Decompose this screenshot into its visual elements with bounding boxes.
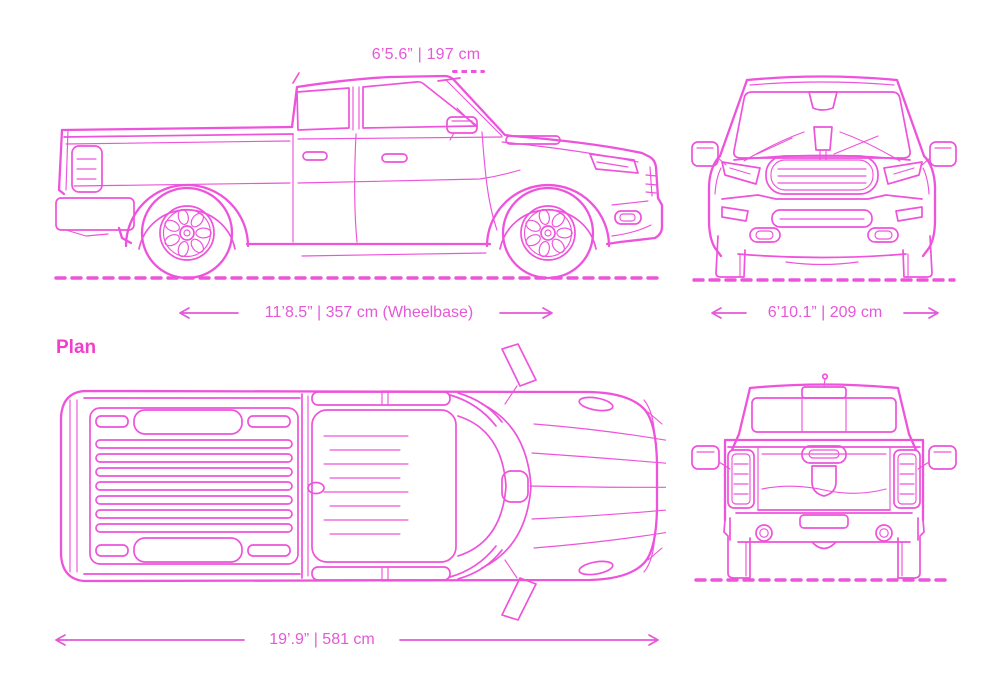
hood-scoop — [813, 126, 833, 151]
headlight — [589, 153, 639, 174]
front-view-drawing — [691, 75, 957, 282]
rear-window — [751, 397, 897, 433]
front-windshield — [733, 91, 911, 159]
dimension-arrow-right-icon — [499, 307, 553, 319]
plan-bed — [83, 397, 301, 575]
plan-hood — [529, 396, 666, 576]
antenna — [292, 72, 300, 84]
dimension-arrow-right-icon — [903, 307, 939, 319]
exhaust-tip — [875, 524, 893, 542]
rear-taillights — [727, 449, 921, 509]
front-mirrors — [691, 141, 957, 167]
headlight — [578, 560, 614, 576]
plan-body-outline — [59, 389, 659, 583]
wheelbase-dimension: 11’8.5” | 357 cm (Wheelbase) — [178, 303, 554, 323]
antenna — [821, 373, 829, 380]
rear-mirrors — [691, 445, 957, 470]
rearview-mirror — [808, 91, 838, 111]
headlight — [578, 396, 614, 412]
side-taillight — [71, 145, 103, 193]
rear-box — [723, 438, 925, 522]
rear-door-handle — [302, 151, 328, 161]
rear-wheel — [140, 186, 234, 280]
side-doors — [73, 131, 521, 257]
height-dimension-text: 6’5.6” | 197 cm — [371, 46, 481, 63]
side-cab-windows — [292, 72, 503, 137]
length-dimension-text: 19’.9” | 581 cm — [269, 631, 375, 648]
ram-badge — [811, 465, 837, 497]
rear-wheels — [723, 519, 925, 579]
front-grille — [765, 155, 879, 195]
plan-tailgate — [69, 399, 78, 573]
side-view-drawing — [54, 72, 664, 280]
plan-view-drawing — [59, 343, 666, 621]
brake-light — [801, 386, 847, 399]
height-dimension-label: 6’5.6” | 197 cm — [320, 46, 532, 64]
dimension-arrow-left-icon — [711, 307, 747, 319]
front-headlights — [721, 161, 923, 185]
tailgate-handle — [801, 445, 847, 464]
dimension-arrow-left-icon — [179, 307, 239, 319]
side-hood-front — [501, 135, 658, 237]
rear-view-drawing — [691, 373, 957, 582]
exhaust-tip — [755, 524, 773, 542]
plan-cab — [301, 391, 503, 581]
dimension-arrow-left-icon — [55, 634, 245, 646]
wheelbase-dimension-text: 11’8.5” | 357 cm (Wheelbase) — [264, 304, 474, 321]
plan-section-title: Plan — [56, 337, 97, 358]
length-dimension: 19’.9” | 581 cm — [54, 630, 660, 650]
plan-mirrors — [501, 343, 537, 621]
side-mirror — [446, 116, 478, 141]
plan-windshield — [457, 403, 532, 569]
side-rear-bumper — [55, 197, 135, 237]
front-wheel — [501, 186, 595, 280]
front-body-outline — [707, 75, 937, 258]
rearview-mirror — [501, 470, 529, 503]
front-door-handle — [381, 153, 408, 163]
front-width-dimension: 6’10.1” | 209 cm — [710, 303, 940, 323]
rear-bumper — [729, 512, 919, 550]
dimension-arrow-right-icon — [399, 634, 659, 646]
fog-light — [614, 210, 642, 225]
rear-tailgate — [757, 445, 891, 511]
height-reference-dashes — [452, 70, 485, 74]
front-bumper — [721, 194, 923, 266]
rear-cab — [730, 373, 918, 452]
front-wheels — [715, 235, 933, 278]
front-width-dimension-text: 6’10.1” | 209 cm — [767, 304, 883, 321]
wipers — [756, 135, 879, 155]
tow-hitch — [811, 541, 837, 550]
antenna — [307, 481, 325, 495]
